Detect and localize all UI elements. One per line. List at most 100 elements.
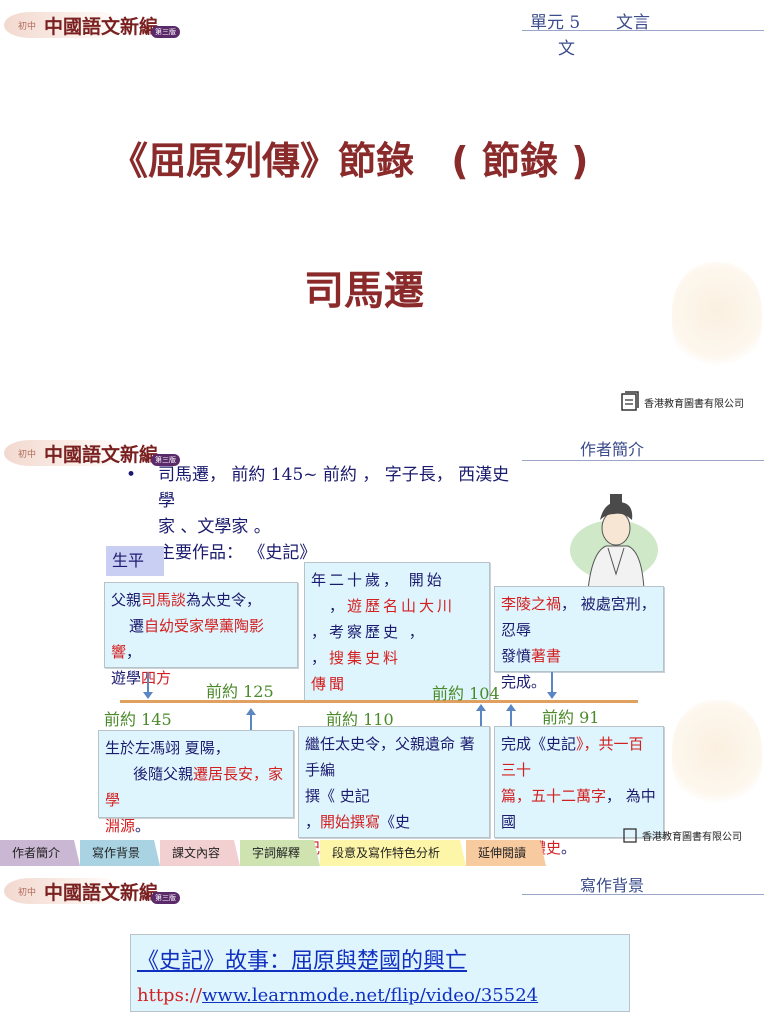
arrow-head (506, 704, 516, 711)
box-highlight: 四方 (141, 669, 172, 687)
logo-swoosh (4, 440, 124, 466)
publisher-logo: 香港教育圖書有限公司 (622, 826, 742, 844)
publisher-name: 香港教育圖書有限公司 (642, 831, 742, 843)
box-highlight: 搜集史料 (329, 649, 402, 667)
author-portrait (570, 494, 658, 590)
arrow-up-1 (250, 714, 252, 732)
box-text: 後隨父親 (133, 765, 194, 783)
life-box-2: 年二十歲， 開始 ，遊歷名山大川 ，考察歷史 ， ，搜集史料 傳聞 (304, 562, 490, 702)
box-highlight: 著書 (531, 647, 562, 665)
arrow-up-2 (480, 710, 482, 728)
unit-tail: 文 (558, 39, 575, 59)
tab-author[interactable]: 作者簡介 (0, 840, 80, 866)
logo-swoosh (4, 878, 124, 904)
life-box-1: 父親司馬談為太史令， 遷自幼受家學薰陶影響， 遊學四方 (104, 582, 298, 687)
timeline-line (120, 700, 638, 703)
box-highlight: 》，共一百三十 (501, 735, 644, 779)
publisher-name: 香港教育圖書有限公司 (644, 398, 744, 410)
box-highlight: 遷居長安，家學 (105, 765, 284, 809)
video-link-box: 《史記》故事：屈原與楚國的興亡 https://www.learnmode.ne… (130, 934, 630, 1012)
tab-label: 字詞解釋 (252, 846, 301, 860)
box-highlight: 開始撰寫 (320, 813, 381, 831)
life-label-text: 生平 (112, 551, 145, 570)
publisher-icon (623, 828, 637, 843)
tab-label: 段意及寫作特色分析 (332, 846, 441, 860)
box-text: 發憤 (501, 647, 532, 665)
logo-title: 中國語文新編 (44, 882, 159, 904)
arrow-down-2 (551, 672, 553, 694)
slide-2: 初中 中國語文新編 第三版 作者簡介 • 司馬遷， 前約 145~ 前約 ， 字… (0, 430, 768, 868)
publisher-icon (621, 391, 639, 411)
header-rule (522, 460, 764, 461)
tab-label: 作者簡介 (12, 846, 61, 860)
timeline-date-110: 前約 110 (326, 710, 394, 729)
author-name: 司馬遷 (304, 268, 424, 314)
tab-extended-reading[interactable]: 延伸閱讀 (466, 840, 546, 866)
logo: 初中 中國語文新編 第三版 (4, 872, 184, 912)
timeline-date-104: 前約 104 (432, 684, 500, 703)
box-text: 。 (135, 817, 151, 835)
box-highlight: 自幼受家學薰陶影響 (111, 617, 265, 661)
logo-edition-badge: 第三版 (151, 26, 180, 38)
tab-content[interactable]: 課文內容 (160, 840, 240, 866)
box-text: 繼任太史令，父親遺命 著手編 (305, 735, 475, 779)
bullet-text-3: 主要作品： 《史記》 (158, 543, 317, 563)
tab-label: 課文內容 (172, 846, 221, 860)
bullet-continuation: 家 、文學家 。 (126, 514, 516, 540)
logo-edition-badge: 第三版 (151, 892, 180, 904)
logo-small-text: 初中 (18, 450, 37, 460)
box-text: 完成 (501, 673, 532, 691)
box-text: ， (311, 649, 330, 667)
box-text: 遷 (129, 617, 145, 635)
box-text: 生於左馮翊 夏陽， (105, 739, 230, 757)
title-text: 《屈原列傳》節錄 (110, 139, 415, 183)
tab-analysis[interactable]: 段意及寫作特色分析 (320, 840, 466, 866)
box-text: ， (305, 813, 321, 831)
box-highlight: 篇，五十二萬字 (501, 787, 607, 805)
logo: 初中 中國語文新編 第三版 (4, 434, 184, 474)
box-highlight: 淵源 (105, 817, 136, 835)
box-text: ， 被處宮刑，忍辱 (501, 595, 656, 639)
box-text: ，考察歷史 ， (311, 623, 427, 641)
bullet-text-2: 家 、文學家 。 (158, 517, 271, 537)
arrow-head (246, 708, 256, 715)
box-text: 撰《 史記 (305, 787, 370, 805)
tab-vocabulary[interactable]: 字詞解釋 (240, 840, 320, 866)
slide-title: 《屈原列傳》節錄 ( 節錄 ) (110, 130, 670, 185)
timeline-date-145: 前約 145 (104, 710, 172, 729)
header-rule (522, 30, 764, 31)
box-highlight: 李陵之禍 (501, 595, 562, 613)
logo-small-text: 初中 (18, 888, 37, 898)
logo-title: 中國語文新編 (44, 444, 159, 466)
slide-1: 初中 中國語文新編 第三版 單元 5 文言 文 《屈原列傳》節錄 ( 節錄 ) … (0, 0, 768, 430)
video-title-text: 《史記》故事：屈原與楚國的興亡 (137, 949, 468, 974)
box-text: 。 (531, 673, 547, 691)
section-header: 寫作背景 (580, 876, 645, 895)
url-prefix: https:// (137, 985, 203, 1006)
unit-label: 單元 5 (530, 13, 581, 33)
bullet-text-1: 司馬遷， 前約 145~ 前約 ， 字子長， 西漢史學 (158, 465, 510, 511)
section-header: 作者簡介 (580, 440, 645, 459)
arrow-up-3 (510, 710, 512, 728)
box-text: 《史 (380, 813, 411, 831)
box-text: 為太史令， (186, 591, 262, 609)
unit-suffix: 文言 (616, 13, 650, 33)
box-highlight: 傳聞 (311, 675, 348, 693)
bullet-item: • 司馬遷， 前約 145~ 前約 ， 字子長， 西漢史學 (126, 465, 510, 511)
arrow-down-1 (147, 672, 149, 694)
video-url[interactable]: https://www.learnmode.net/flip/video/355… (137, 985, 538, 1006)
arrow-head (476, 704, 486, 711)
tab-label: 寫作背景 (92, 846, 141, 860)
logo-small-text: 初中 (18, 22, 37, 32)
box-text: 父親 (111, 591, 142, 609)
video-title-link[interactable]: 《史記》故事：屈原與楚國的興亡 (137, 943, 621, 975)
url-link[interactable]: www.learnmode.net/flip/video/35524 (202, 985, 539, 1006)
title-paren: ( 節錄 ) (451, 139, 589, 183)
logo-title: 中國語文新編 (44, 16, 159, 38)
tab-label: 延伸閱讀 (478, 846, 527, 860)
tab-background[interactable]: 寫作背景 (80, 840, 160, 866)
bear-watermark (672, 700, 762, 810)
box-text: ， 為中國 (501, 787, 656, 831)
box-highlight: 遊歷名山大川 (347, 597, 456, 615)
logo-edition-badge: 第三版 (151, 454, 180, 466)
